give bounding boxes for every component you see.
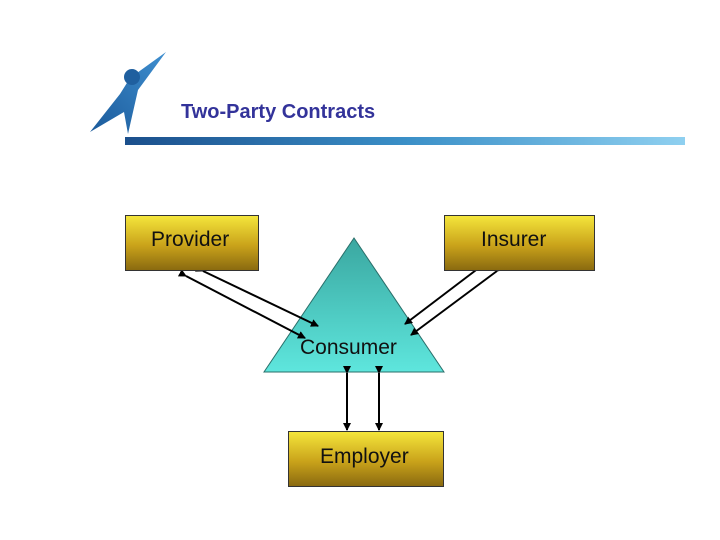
provider-label: Provider — [151, 228, 230, 251]
employer-box: Employer — [288, 431, 444, 487]
employer-label: Employer — [320, 445, 409, 468]
page-title: Two-Party Contracts — [181, 101, 376, 123]
consumer-label: Consumer — [300, 336, 397, 359]
insurer-consumer-arrows — [404, 256, 506, 336]
title-underline-rule — [125, 137, 685, 145]
provider-box: Provider — [125, 215, 259, 271]
insurer-label: Insurer — [481, 228, 547, 251]
consumer-employer-arrows — [343, 366, 383, 431]
insurer-box: Insurer — [444, 215, 595, 271]
provider-consumer-arrows — [177, 264, 319, 339]
person-swoosh-logo-icon — [90, 52, 166, 134]
